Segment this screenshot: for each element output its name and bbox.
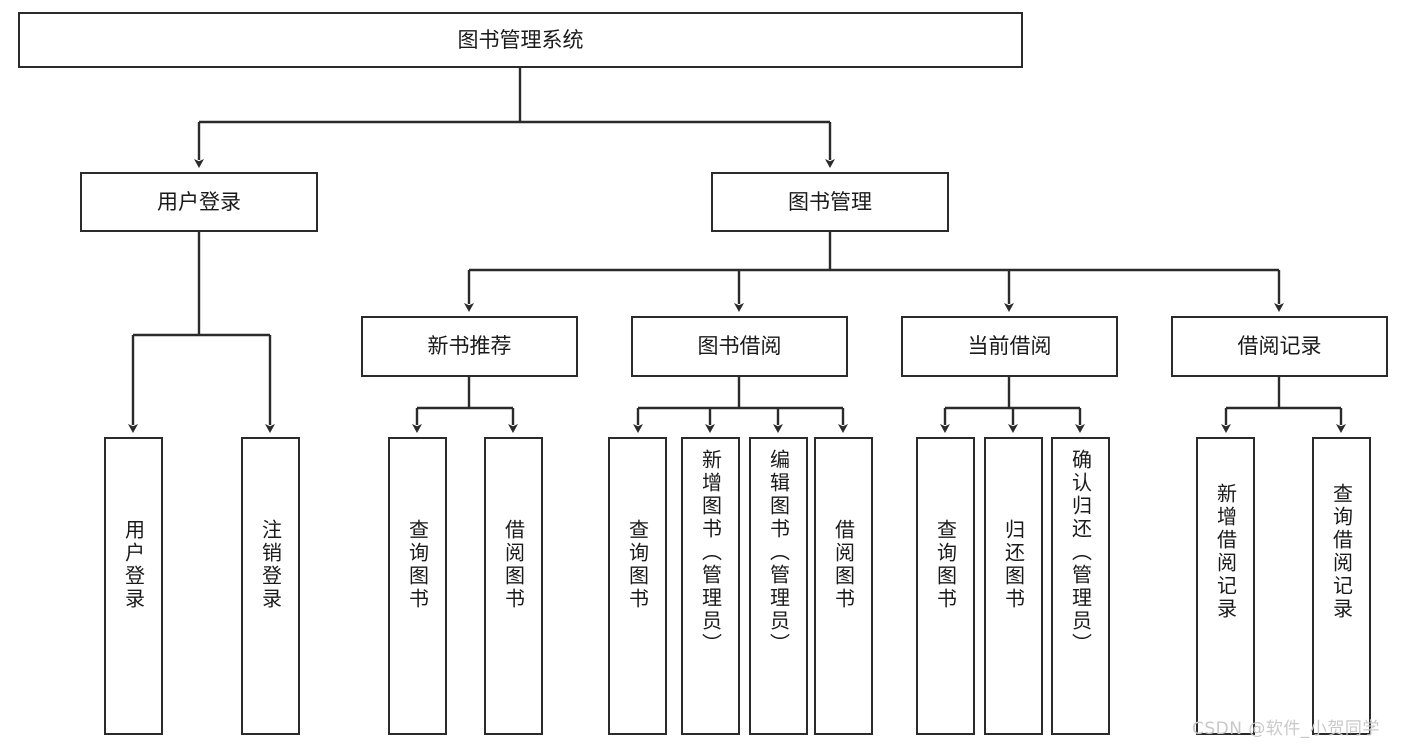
- node-label: 新增图书（管理员）: [698, 449, 723, 656]
- node-label: 借阅图书: [831, 519, 856, 611]
- node-book-borrow[interactable]: 图书借阅: [631, 316, 848, 377]
- leaf-borrow-record-query-record[interactable]: 查询借阅记录: [1312, 437, 1371, 735]
- node-label: 确认归还（管理员）: [1068, 449, 1093, 656]
- leaf-user-login-logout[interactable]: 注销登录: [241, 437, 300, 735]
- node-label: 查询图书: [625, 519, 650, 611]
- node-label: 查询借阅记录: [1329, 483, 1354, 621]
- node-borrow-record[interactable]: 借阅记录: [1171, 316, 1388, 377]
- leaf-new-book-borrow-book[interactable]: 借阅图书: [484, 437, 543, 735]
- node-label: 借阅记录: [1237, 334, 1322, 359]
- leaf-borrow-record-add-record[interactable]: 新增借阅记录: [1196, 437, 1255, 735]
- node-label: 编辑图书（管理员）: [766, 449, 791, 656]
- node-label: 借阅图书: [501, 519, 526, 611]
- node-label: 图书借阅: [697, 334, 782, 359]
- node-label: 注销登录: [258, 519, 283, 611]
- node-label: 用户登录: [121, 519, 146, 611]
- node-label: 新增借阅记录: [1213, 483, 1238, 621]
- leaf-current-borrow-return-book[interactable]: 归还图书: [984, 437, 1043, 735]
- node-label: 归还图书: [1001, 519, 1026, 611]
- leaf-book-borrow-add-book-admin[interactable]: 新增图书（管理员）: [681, 437, 740, 735]
- node-book-management[interactable]: 图书管理: [711, 172, 949, 232]
- node-new-book-recommend[interactable]: 新书推荐: [361, 316, 578, 377]
- node-root-book-management-system[interactable]: 图书管理系统: [18, 12, 1023, 68]
- leaf-book-borrow-borrow-book[interactable]: 借阅图书: [814, 437, 873, 735]
- leaf-user-login-login[interactable]: 用户登录: [104, 437, 163, 735]
- csdn-watermark: CSDN @软件_小贺同学: [1192, 719, 1380, 739]
- leaf-book-borrow-query-book[interactable]: 查询图书: [608, 437, 667, 735]
- node-label: 当前借阅: [967, 334, 1052, 359]
- node-label: 查询图书: [933, 519, 958, 611]
- leaf-new-book-query-book[interactable]: 查询图书: [388, 437, 447, 735]
- node-current-borrow[interactable]: 当前借阅: [901, 316, 1118, 377]
- node-label: 图书管理: [788, 189, 872, 214]
- node-label: 新书推荐: [427, 334, 512, 359]
- node-label: 图书管理系统: [457, 27, 584, 52]
- leaf-current-borrow-query-book[interactable]: 查询图书: [916, 437, 975, 735]
- node-label: 查询图书: [405, 519, 430, 611]
- leaf-current-borrow-confirm-return-admin[interactable]: 确认归还（管理员）: [1051, 437, 1110, 735]
- leaf-book-borrow-edit-book-admin[interactable]: 编辑图书（管理员）: [749, 437, 808, 735]
- node-user-login[interactable]: 用户登录: [80, 172, 318, 232]
- node-label: 用户登录: [157, 189, 241, 214]
